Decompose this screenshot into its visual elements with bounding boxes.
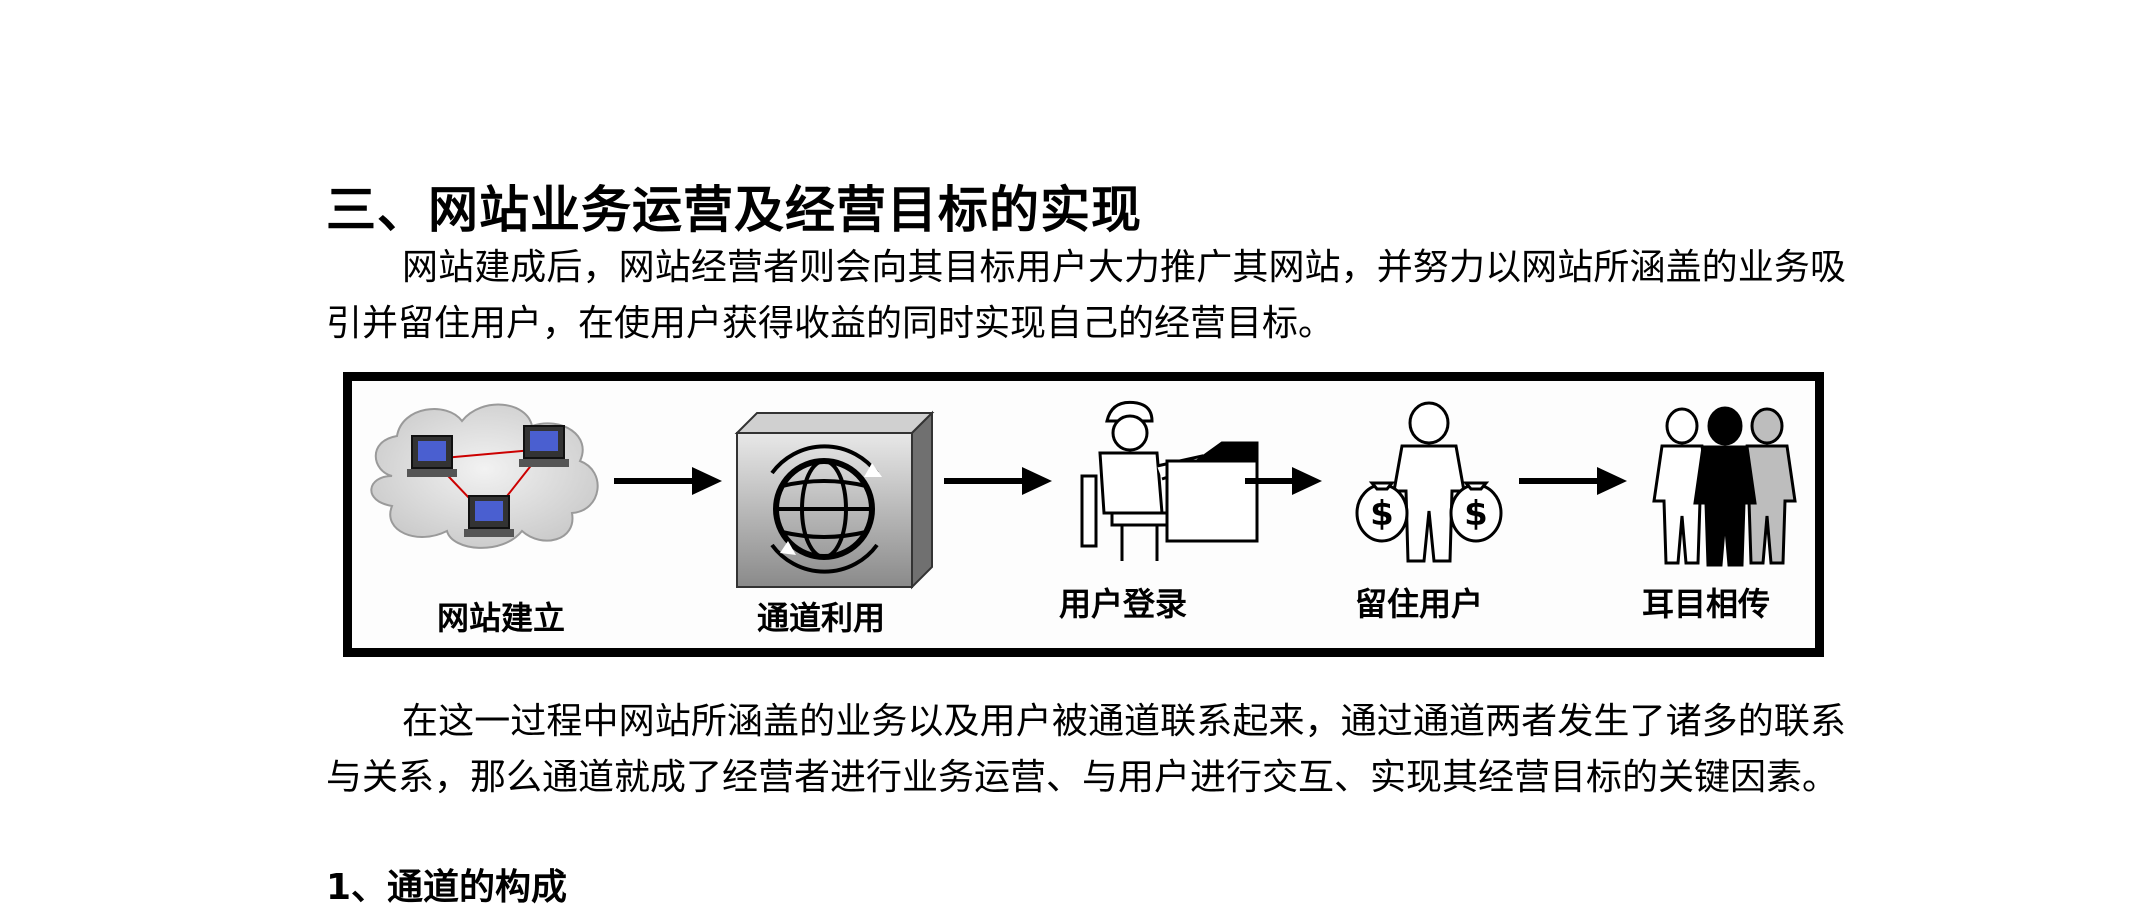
arrow-right-icon xyxy=(1245,467,1322,495)
money-symbol: $ xyxy=(1370,494,1394,534)
step-label-word-of-mouth: 耳目相传 xyxy=(1642,585,1771,623)
money-symbol: $ xyxy=(1464,494,1488,534)
computer-icon xyxy=(407,435,457,477)
network-cloud-icon xyxy=(370,403,599,549)
step-label-website-setup: 网站建立 xyxy=(437,599,566,637)
process-diagram: $ $ xyxy=(370,400,1797,590)
section-title: 三、网站业务运营及经营目标的实现 xyxy=(326,181,1142,239)
subheading: 1、通道的构成 xyxy=(326,867,568,908)
person-with-money-bags-icon xyxy=(1355,401,1503,563)
paragraph-channel: 在这一过程中网站所涵盖的业务以及用户被通道联系起来，通过通道两者发生了诸多的联系… xyxy=(326,701,1846,798)
process-figure: $ $ xyxy=(343,372,1824,657)
computer-icon xyxy=(519,425,569,467)
computer-icon xyxy=(464,495,514,537)
group-of-people-icon xyxy=(1652,406,1797,567)
user-at-desk-icon xyxy=(1080,400,1259,561)
arrow-right-icon xyxy=(944,467,1052,495)
paragraph-intro: 网站建成后，网站经营者则会向其目标用户大力推广其网站，并努力以网站所涵盖的业务吸… xyxy=(326,247,1846,344)
arrow-right-icon xyxy=(614,467,722,495)
step-label-retain-users: 留住用户 xyxy=(1355,585,1484,623)
step-label-channel-use: 通道利用 xyxy=(757,599,886,637)
arrow-right-icon xyxy=(1519,467,1627,495)
step-label-user-login: 用户登录 xyxy=(1059,585,1188,623)
globe-box-icon xyxy=(734,410,935,590)
